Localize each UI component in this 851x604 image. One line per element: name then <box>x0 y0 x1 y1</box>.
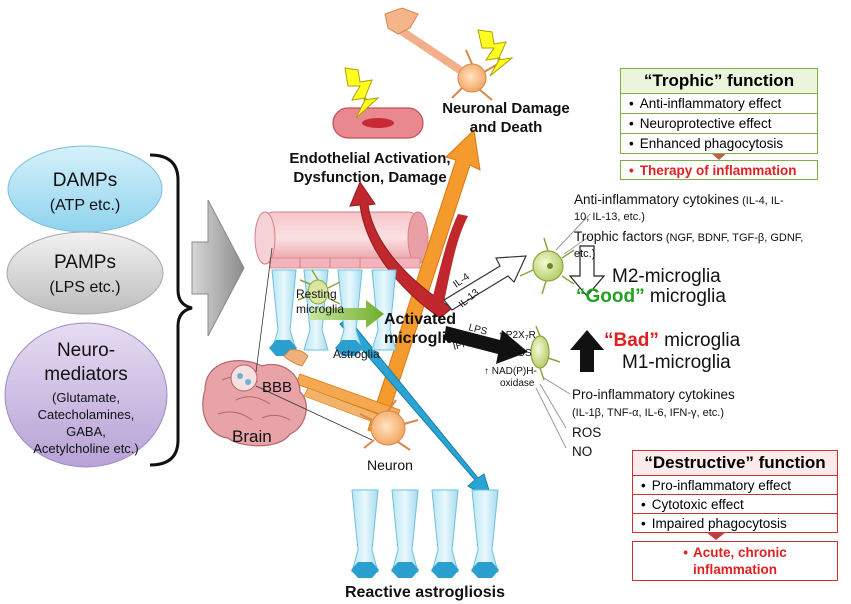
trophic-panel: “Trophic” function Anti-inflammatory eff… <box>620 68 818 180</box>
ros-label: ROS <box>572 425 601 440</box>
damps-ellipse: DAMPs (ATP etc.) <box>7 145 163 233</box>
m1-pathway-arrow <box>444 326 528 364</box>
nadph-label: ↑ NAD(P)H- <box>484 366 537 377</box>
resting-microglia-cell <box>297 269 341 305</box>
brain-label: Brain <box>232 427 272 446</box>
neuron-label: Neuron <box>367 457 413 473</box>
neuromediators-item: Catecholamines, <box>38 407 135 422</box>
no-label: NO <box>572 444 592 459</box>
brain-illustration <box>202 247 373 447</box>
trophic-factors: Trophic factors (NGF, BDNF, TGF-β, GDNF, <box>574 229 803 244</box>
neuronal-damage-label: and Death <box>470 119 543 136</box>
trophic-panel-arrow <box>710 152 728 160</box>
destructive-panel: “Destructive” function Pro-inflammatory … <box>632 450 838 581</box>
resting-microglia-label: microglia <box>296 302 344 316</box>
astroglia-label: Astroglia <box>333 347 380 361</box>
destructive-item: Cytotoxic effect <box>632 495 838 514</box>
lightning-icon <box>344 67 380 119</box>
inos-label: ↑ iNOS <box>500 348 532 359</box>
m2-down-arrow <box>568 245 606 297</box>
neuromediators-label-2: mediators <box>44 364 127 385</box>
endothelial-label: Endothelial Activation, <box>289 150 450 167</box>
trophic-factors-list: etc.) <box>574 248 595 260</box>
pamps-label: PAMPs <box>54 252 116 273</box>
destructive-panel-title: “Destructive” function <box>632 450 838 476</box>
destructive-item: Impaired phagocytosis <box>632 514 838 533</box>
red-curve <box>432 214 468 302</box>
bad-microglia-label: “Bad” microglia <box>604 330 741 351</box>
lightning-icon <box>477 29 514 77</box>
blood-vessel <box>254 211 429 269</box>
trophic-panel-title: “Trophic” function <box>620 68 818 94</box>
trophic-result: Therapy of inflammation <box>620 160 818 180</box>
neuronal-damage-label: Neuronal Damage <box>442 100 570 117</box>
pamps-example: (LPS etc.) <box>49 279 120 296</box>
pamps-ellipse: PAMPs (LPS etc.) <box>6 231 164 315</box>
activated-microglia-label: Activated <box>384 311 456 328</box>
resting-microglia-label: Resting <box>296 287 337 301</box>
neuron-cell <box>359 399 419 451</box>
damps-example: (ATP etc.) <box>50 197 121 214</box>
top-neuron <box>384 7 499 101</box>
endothelial-damage-arrow <box>349 180 453 319</box>
anti-inflammatory-cytokines: Anti-inflammatory cytokines (IL-4, IL- <box>574 192 784 207</box>
reactive-astrogliosis-label: Reactive astrogliosis <box>345 584 505 601</box>
m1-microglia-cell <box>530 325 561 381</box>
lps-label: LPS <box>467 322 488 338</box>
m2-microglia-cell <box>519 237 575 295</box>
neuromediators-item: (Glutamate, <box>52 390 120 405</box>
trophic-item: Anti-inflammatory effect <box>620 94 818 114</box>
m2-pathway-arrow <box>443 255 527 311</box>
bbb-label: BBB <box>262 379 292 396</box>
input-arrow <box>191 199 245 337</box>
endothelial-cell <box>332 107 424 139</box>
reactive-astrocytes <box>351 489 499 578</box>
destructive-result-line: •Acute, chronic <box>683 545 787 560</box>
neuromediators-label-1: Neuro- <box>57 340 115 361</box>
neuromediators-item: GABA, <box>66 424 106 439</box>
curly-bracket <box>149 153 193 467</box>
m2-microglia-label: M2-microglia <box>612 266 721 287</box>
destructive-item: Pro-inflammatory effect <box>632 476 838 495</box>
trophic-item: Enhanced phagocytosis <box>620 134 818 154</box>
endothelial-label: Dysfunction, Damage <box>293 169 446 186</box>
activation-arrow <box>310 300 384 328</box>
neuromediators-ellipse: Neuro- mediators (Glutamate, Catecholami… <box>4 322 168 468</box>
neuromediators-item: Acetylcholine etc.) <box>33 441 139 456</box>
trophic-item: Neuroprotective effect <box>620 114 818 134</box>
destructive-result: •Acute, chronic inflammation <box>632 541 838 581</box>
p2x7r-label: ↑ P2X7R <box>498 330 536 342</box>
destructive-result-line: inflammation <box>692 562 777 577</box>
pro-inflammatory-cytokines: Pro-inflammatory cytokines <box>572 387 735 402</box>
oxidase-label: oxidase <box>500 378 535 389</box>
m1-microglia-label: M1-microglia <box>622 352 731 373</box>
damps-label: DAMPs <box>53 170 117 191</box>
m1-up-arrow <box>570 330 604 372</box>
anti-inflammatory-cytokines-list: 10, IL-13, etc.) <box>574 211 645 223</box>
pro-inflammatory-cytokines-list: (IL-1β, TNF-α, IL-6, IFN-γ, etc.) <box>572 407 724 419</box>
good-microglia-label: “Good” microglia <box>576 286 726 307</box>
activated-microglia-label: microglia <box>384 330 455 347</box>
astrogliosis-arrow <box>339 317 493 502</box>
destructive-panel-arrow <box>706 532 726 540</box>
